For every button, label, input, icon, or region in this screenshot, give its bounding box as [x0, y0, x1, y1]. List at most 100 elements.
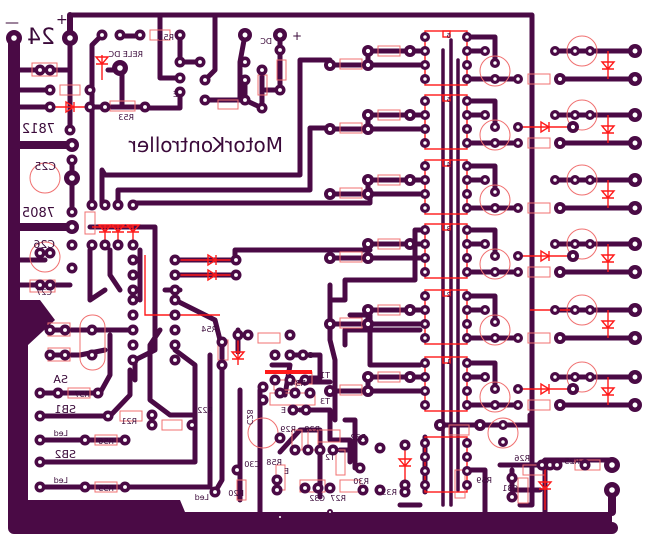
drill-hole [131, 243, 135, 247]
resistor-outline [527, 399, 551, 411]
ic-outline [424, 223, 468, 279]
diode-icon [110, 224, 126, 234]
drill-hole [131, 288, 135, 292]
drill-hole [70, 210, 74, 214]
drill-hole [131, 343, 135, 347]
resistor-outline [339, 122, 363, 134]
drill-hole [423, 389, 427, 393]
label-r58: R58 [266, 458, 282, 467]
drill-hole [493, 206, 497, 210]
label-c26: C26 [33, 238, 55, 251]
drill-hole [103, 105, 107, 109]
drill-hole [423, 178, 427, 182]
drill-hole [260, 68, 264, 72]
diode-icon [600, 320, 616, 330]
drill-hole [365, 388, 371, 394]
drill-hole [632, 335, 638, 341]
capacitor-outline [566, 361, 598, 393]
label-g: G [308, 351, 314, 360]
drill-hole [423, 455, 427, 459]
drill-hole [493, 403, 497, 407]
drill-hole [131, 313, 135, 317]
resistor-outline [94, 434, 118, 446]
copper-trace [115, 125, 333, 208]
drill-hole [131, 358, 135, 362]
drill-hole [178, 33, 182, 37]
resistor-outline [217, 99, 239, 110]
capacitor-outline [479, 381, 511, 413]
capacitor-outline [566, 164, 598, 196]
resistor-outline [236, 479, 247, 501]
label-e-3: E [281, 406, 286, 415]
drill-hole [407, 307, 413, 313]
drill-hole [465, 63, 469, 67]
drill-hole [173, 358, 177, 362]
drill-hole [609, 487, 615, 493]
drill-hole [423, 270, 427, 274]
ic-notch [442, 94, 451, 102]
drill-hole [293, 448, 297, 452]
drill-hole [516, 403, 520, 407]
drill-hole [403, 443, 407, 447]
label-c31: C31 [502, 484, 518, 493]
drill-hole [235, 468, 239, 472]
drill-hole [465, 294, 469, 298]
diode-icon [97, 224, 113, 234]
drill-hole [483, 49, 487, 53]
input-sb1: SB1 [54, 403, 76, 416]
resistor-outline [31, 62, 58, 77]
drill-hole [553, 242, 557, 246]
diode-icon [600, 254, 616, 264]
drill-hole [365, 177, 371, 183]
resistor-outline [527, 137, 551, 149]
drill-hole [483, 308, 487, 312]
resistor-outline [377, 371, 401, 383]
drill-hole [11, 35, 17, 41]
drill-hole [493, 270, 497, 274]
input-sa: SA [53, 373, 68, 386]
drill-hole [477, 422, 483, 428]
drill-hole [423, 375, 427, 379]
copper-trace [347, 312, 423, 368]
drill-hole [465, 308, 469, 312]
drill-hole [632, 112, 638, 118]
drill-hole [423, 99, 427, 103]
drill-hole [407, 374, 413, 380]
drill-hole [493, 61, 497, 65]
drill-hole [303, 486, 307, 490]
drill-hole [465, 270, 469, 274]
drill-hole [483, 113, 487, 117]
drill-hole [365, 255, 371, 261]
ic-outline [424, 159, 468, 215]
drill-hole [331, 448, 335, 452]
drill-hole [465, 336, 469, 340]
capacitor-outline [29, 241, 61, 273]
drill-hole [38, 485, 42, 489]
drill-hole [423, 256, 427, 260]
ic-label: 5 [447, 96, 451, 104]
input-led-1: Led [54, 429, 68, 438]
copper-trace [464, 360, 498, 390]
label-r34: R34 [290, 379, 306, 388]
drill-hole [275, 478, 279, 482]
resistor-outline [527, 73, 551, 85]
drill-hole [277, 32, 283, 38]
diode-icon [540, 120, 551, 134]
ground-plane [10, 300, 612, 530]
drill-hole [327, 126, 333, 132]
drill-hole [573, 178, 577, 182]
resistor-r56: R56 [98, 437, 114, 446]
label-r27: R27 [330, 494, 346, 503]
label-e: E [173, 90, 178, 99]
drill-hole [90, 203, 94, 207]
drill-hole [407, 177, 413, 183]
drill-hole [131, 328, 135, 332]
drill-hole [38, 251, 42, 255]
drill-hole [301, 353, 305, 357]
drill-hole [365, 307, 371, 313]
label-r59: R59 [476, 476, 492, 485]
diode-icon [600, 387, 616, 397]
drill-hole [423, 469, 427, 473]
drill-hole [117, 65, 123, 71]
diode-icon [94, 56, 110, 66]
